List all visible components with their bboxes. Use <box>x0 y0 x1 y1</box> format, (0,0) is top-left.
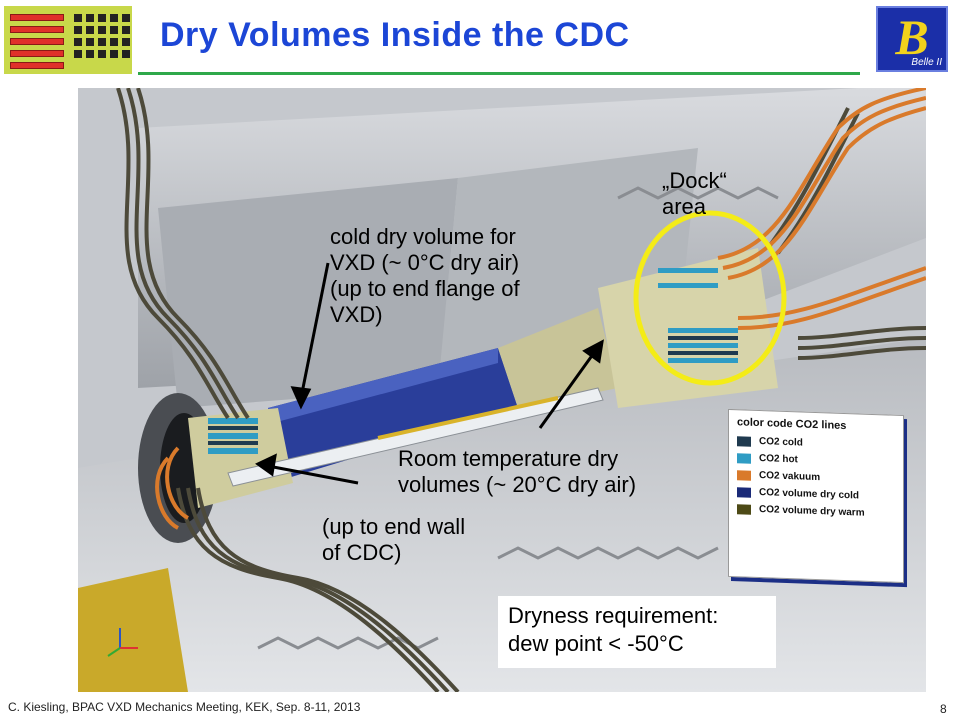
slide-title: Dry Volumes Inside the CDC <box>160 16 630 54</box>
legend-swatch-co2-volume-dry-warm <box>737 503 751 515</box>
annotation-end-wall: (up to end wall of CDC) <box>322 514 466 565</box>
legend-item: CO2 hot <box>737 452 895 469</box>
page-number: 8 <box>940 702 947 716</box>
legend-swatch-co2-vakuum <box>737 469 751 481</box>
legend-item: CO2 cold <box>737 435 895 452</box>
annotation-cold-dry-volume: cold dry volume for VXD (~ 0°C dry air) … <box>330 224 520 327</box>
logo-dots <box>74 14 130 58</box>
legend-label: CO2 volume dry warm <box>759 504 865 519</box>
legend-title: color code CO2 lines <box>737 416 847 433</box>
legend-item: CO2 volume dry warm <box>737 503 895 520</box>
belle-logo-letter: B <box>895 9 929 65</box>
legend-swatch-co2-hot <box>737 452 751 464</box>
legend-label: CO2 cold <box>759 436 803 449</box>
footer-credit: C. Kiesling, BPAC VXD Mechanics Meeting,… <box>8 700 361 714</box>
cdc-render-svg <box>78 88 926 692</box>
legend-label: CO2 volume dry cold <box>759 487 860 502</box>
axis-gizmo <box>107 628 138 657</box>
legend-label: CO2 hot <box>759 453 798 466</box>
annotation-dock-area: „Dock“ area <box>662 168 727 219</box>
belle-ii-logo: B Belle II <box>876 6 948 72</box>
cdc-render-image <box>78 88 926 692</box>
kek-logo <box>4 6 132 74</box>
legend-swatch-co2-volume-dry-cold <box>737 486 751 498</box>
legend-item: CO2 volume dry cold <box>737 486 895 503</box>
co2-color-legend: color code CO2 lines CO2 cold CO2 hot CO… <box>728 408 904 584</box>
annotation-dryness-requirement: Dryness requirement: dew point < -50°C <box>498 596 776 668</box>
logo-bars <box>10 14 64 74</box>
legend-item: CO2 vakuum <box>737 469 895 486</box>
legend-swatch-co2-cold <box>737 435 751 447</box>
title-divider <box>138 72 860 75</box>
annotation-room-temperature: Room temperature dry volumes (~ 20°C dry… <box>398 446 637 497</box>
belle-logo-text: Belle II <box>911 57 942 68</box>
legend-label: CO2 vakuum <box>759 470 821 484</box>
